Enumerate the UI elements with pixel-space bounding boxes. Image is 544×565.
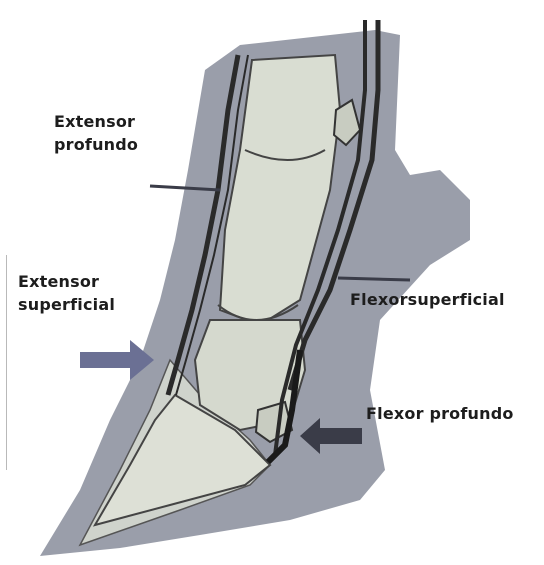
- leader-flexor-superficial: [338, 278, 410, 280]
- label-flexor-profundo: Flexor profundo: [366, 402, 514, 425]
- label-extensor-superficial: Extensor superficial: [18, 270, 115, 316]
- label-flexor-superficial: Flexorsuperficial: [350, 288, 505, 311]
- label-extensor-profundo: Extensor profundo: [54, 110, 138, 156]
